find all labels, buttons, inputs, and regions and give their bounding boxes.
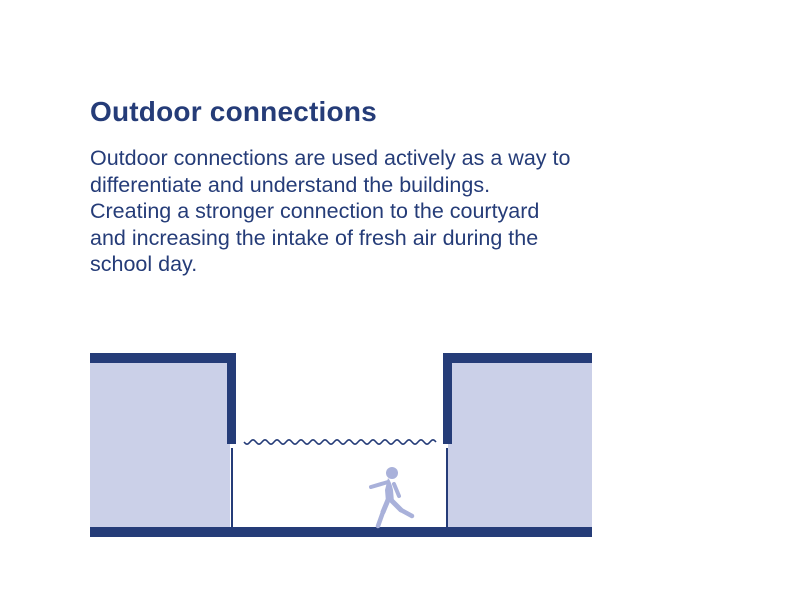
left-building-roof xyxy=(90,353,236,363)
wave-line-icon xyxy=(243,438,437,446)
right-building-roof xyxy=(443,353,592,363)
left-building xyxy=(90,362,230,528)
description-line: Creating a stronger connection to the co… xyxy=(90,199,540,223)
left-building-wall xyxy=(227,353,236,444)
description-line: Outdoor connections are used actively as… xyxy=(90,146,571,170)
description-line: school day. xyxy=(90,252,198,276)
description-text: Outdoor connections are used actively as… xyxy=(90,145,610,278)
right-building-wall xyxy=(443,353,452,444)
running-person-icon xyxy=(369,467,415,529)
ground-slab xyxy=(90,527,592,537)
description-line: differentiate and understand the buildin… xyxy=(90,172,491,197)
right-building xyxy=(448,362,592,528)
page-title: Outdoor connections xyxy=(90,96,377,127)
description-line: and increasing the intake of fresh air d… xyxy=(90,225,539,250)
